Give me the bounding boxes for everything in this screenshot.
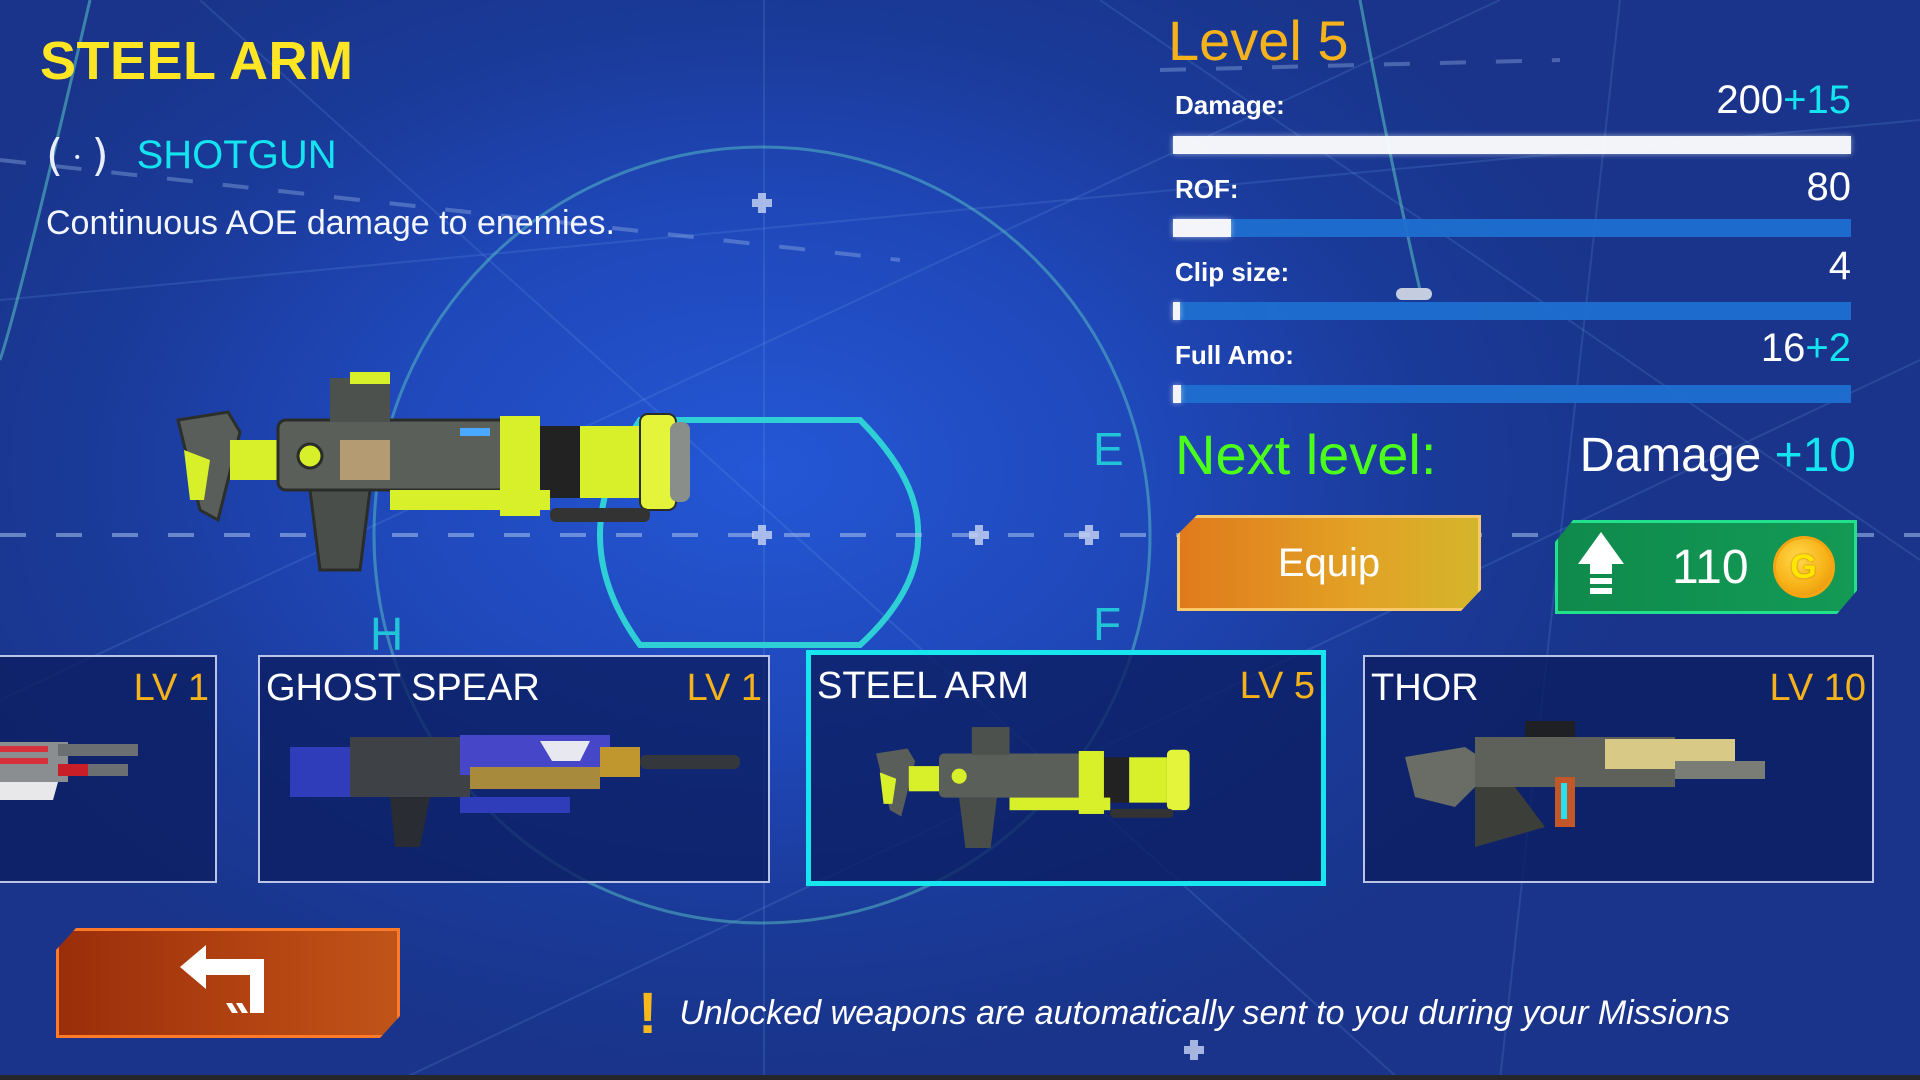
- card-level: LV 1: [686, 667, 762, 709]
- weapon-thumbnail: [290, 735, 740, 847]
- stat-bar-clip-size: [1173, 302, 1851, 320]
- bottom-edge-bar: [0, 1075, 1920, 1080]
- next-level-bonus: Damage +10: [1579, 429, 1856, 482]
- stat-value-full-amo: 16+2: [1760, 326, 1851, 370]
- back-button[interactable]: [56, 928, 400, 1038]
- stat-label-full-amo: Full Amo:: [1175, 340, 1294, 370]
- stat-label-rof: ROF:: [1175, 174, 1239, 204]
- weapon-type-label: SHOTGUN: [136, 133, 337, 177]
- stat-bar-fill: [1173, 219, 1231, 237]
- equip-button[interactable]: Equip: [1177, 515, 1481, 611]
- stat-value-damage: 200+15: [1716, 78, 1851, 122]
- stat-value-rof: 80: [1806, 165, 1852, 209]
- svg-text:E: E: [1093, 423, 1124, 475]
- card-name: GHOST SPEAR: [266, 667, 540, 709]
- card-level: LV 10: [1769, 667, 1866, 709]
- upgrade-arrow-icon: [1578, 532, 1624, 602]
- stat-bonus-full-amo: +2: [1805, 326, 1851, 370]
- card-level: LV 5: [1239, 665, 1315, 707]
- card-name: THOR: [1371, 667, 1479, 709]
- weapon-preview-image: [176, 372, 690, 572]
- stat-bar-fill: [1173, 385, 1181, 403]
- unlock-notice: ! Unlocked weapons are automatically sen…: [638, 980, 1730, 1047]
- weapon-thumbnail: [0, 742, 138, 800]
- weapon-type-row: (•) SHOTGUN: [46, 130, 337, 181]
- stat-bar-fill: [1173, 136, 1851, 154]
- next-level-label: Next level:: [1175, 423, 1437, 486]
- stat-bar-fill: [1173, 302, 1180, 320]
- card-level: LV 1: [133, 667, 209, 709]
- weapon-thumbnail: [876, 727, 1190, 848]
- stat-bar-rof: [1173, 219, 1851, 237]
- svg-text:F: F: [1093, 598, 1121, 650]
- stat-label-damage: Damage:: [1175, 90, 1285, 120]
- weapon-title: STEEL ARM: [40, 31, 354, 91]
- weapon-card-ghost-spear[interactable]: GHOST SPEAR LV 1: [258, 655, 770, 883]
- weapon-card-steel-arm[interactable]: STEEL ARM LV 5: [806, 650, 1326, 886]
- shotgun-spread-icon: (•): [46, 130, 119, 181]
- card-name: STEEL ARM: [817, 665, 1029, 707]
- stat-value-clip-size: 4: [1828, 244, 1851, 288]
- stat-label-clip-size: Clip size:: [1175, 257, 1290, 287]
- weapon-card-partial[interactable]: LV 1: [0, 655, 217, 883]
- stat-bonus-damage: +15: [1783, 78, 1851, 122]
- upgrade-button[interactable]: 110 G: [1555, 520, 1857, 614]
- upgrade-cost: 110: [1672, 540, 1749, 594]
- gold-coin-icon: G: [1773, 536, 1835, 598]
- svg-text:H: H: [370, 608, 403, 660]
- return-arrow-icon: [180, 945, 276, 1021]
- stat-bar-full-amo: [1173, 385, 1851, 403]
- warning-icon: !: [638, 981, 658, 1046]
- weapon-description: Continuous AOE damage to enemies.: [46, 204, 615, 242]
- notice-text: Unlocked weapons are automatically sent …: [679, 994, 1731, 1032]
- weapon-level: Level 5: [1168, 9, 1349, 72]
- stat-bar-damage: [1173, 136, 1851, 154]
- weapon-thumbnail: [1405, 721, 1765, 847]
- weapon-card-thor[interactable]: THOR LV 10: [1363, 655, 1874, 883]
